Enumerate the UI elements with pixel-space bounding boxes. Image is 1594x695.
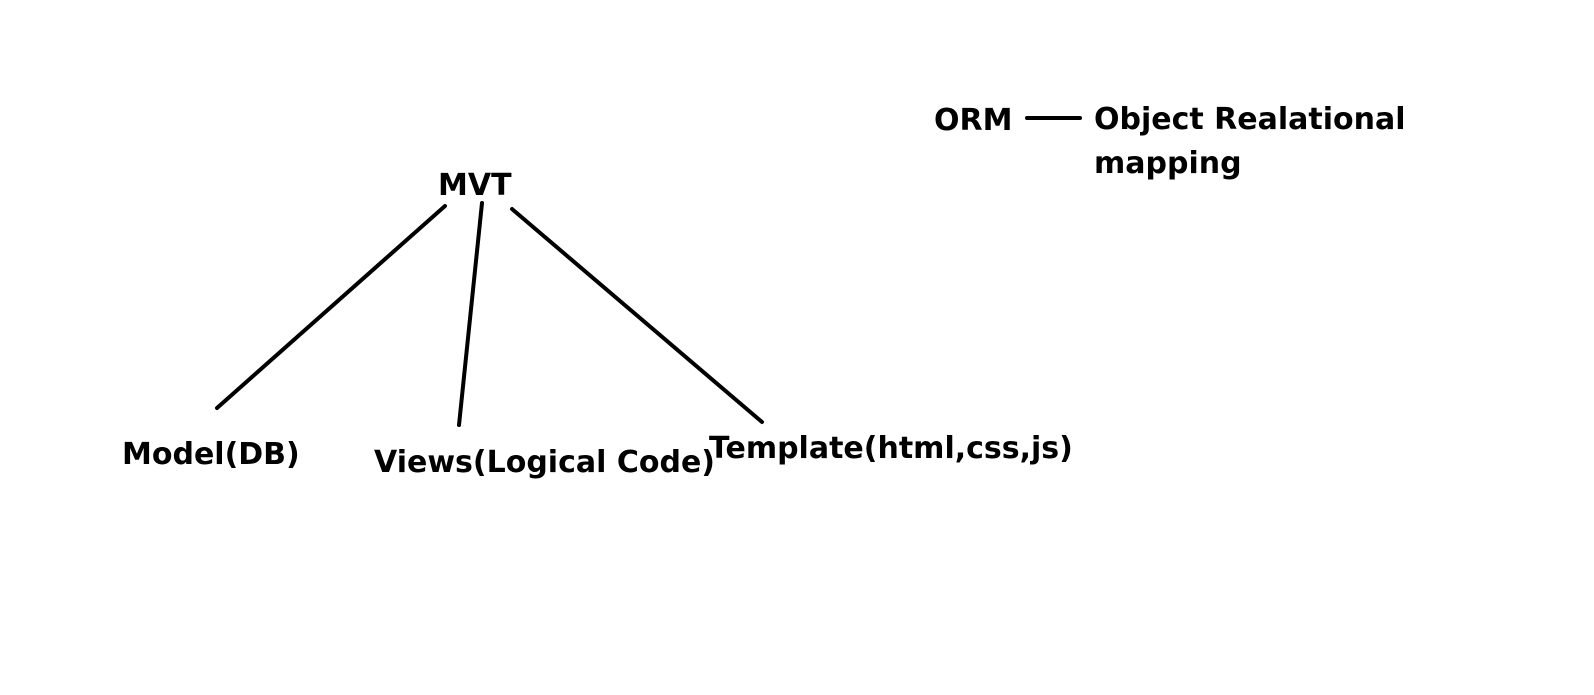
mvt-to-views-line	[457, 201, 484, 427]
views-label: Views(Logical Code)	[374, 445, 716, 480]
template-label: Template(html,css,js)	[709, 431, 1073, 466]
mvt-root-label: MVT	[438, 168, 512, 203]
orm-definition-label: Object Realational mapping	[1094, 102, 1406, 181]
mvt-to-template-line	[510, 207, 764, 424]
mvt-to-model-line	[215, 204, 447, 410]
model-label: Model(DB)	[122, 437, 300, 472]
orm-term-label: ORM	[934, 103, 1013, 138]
